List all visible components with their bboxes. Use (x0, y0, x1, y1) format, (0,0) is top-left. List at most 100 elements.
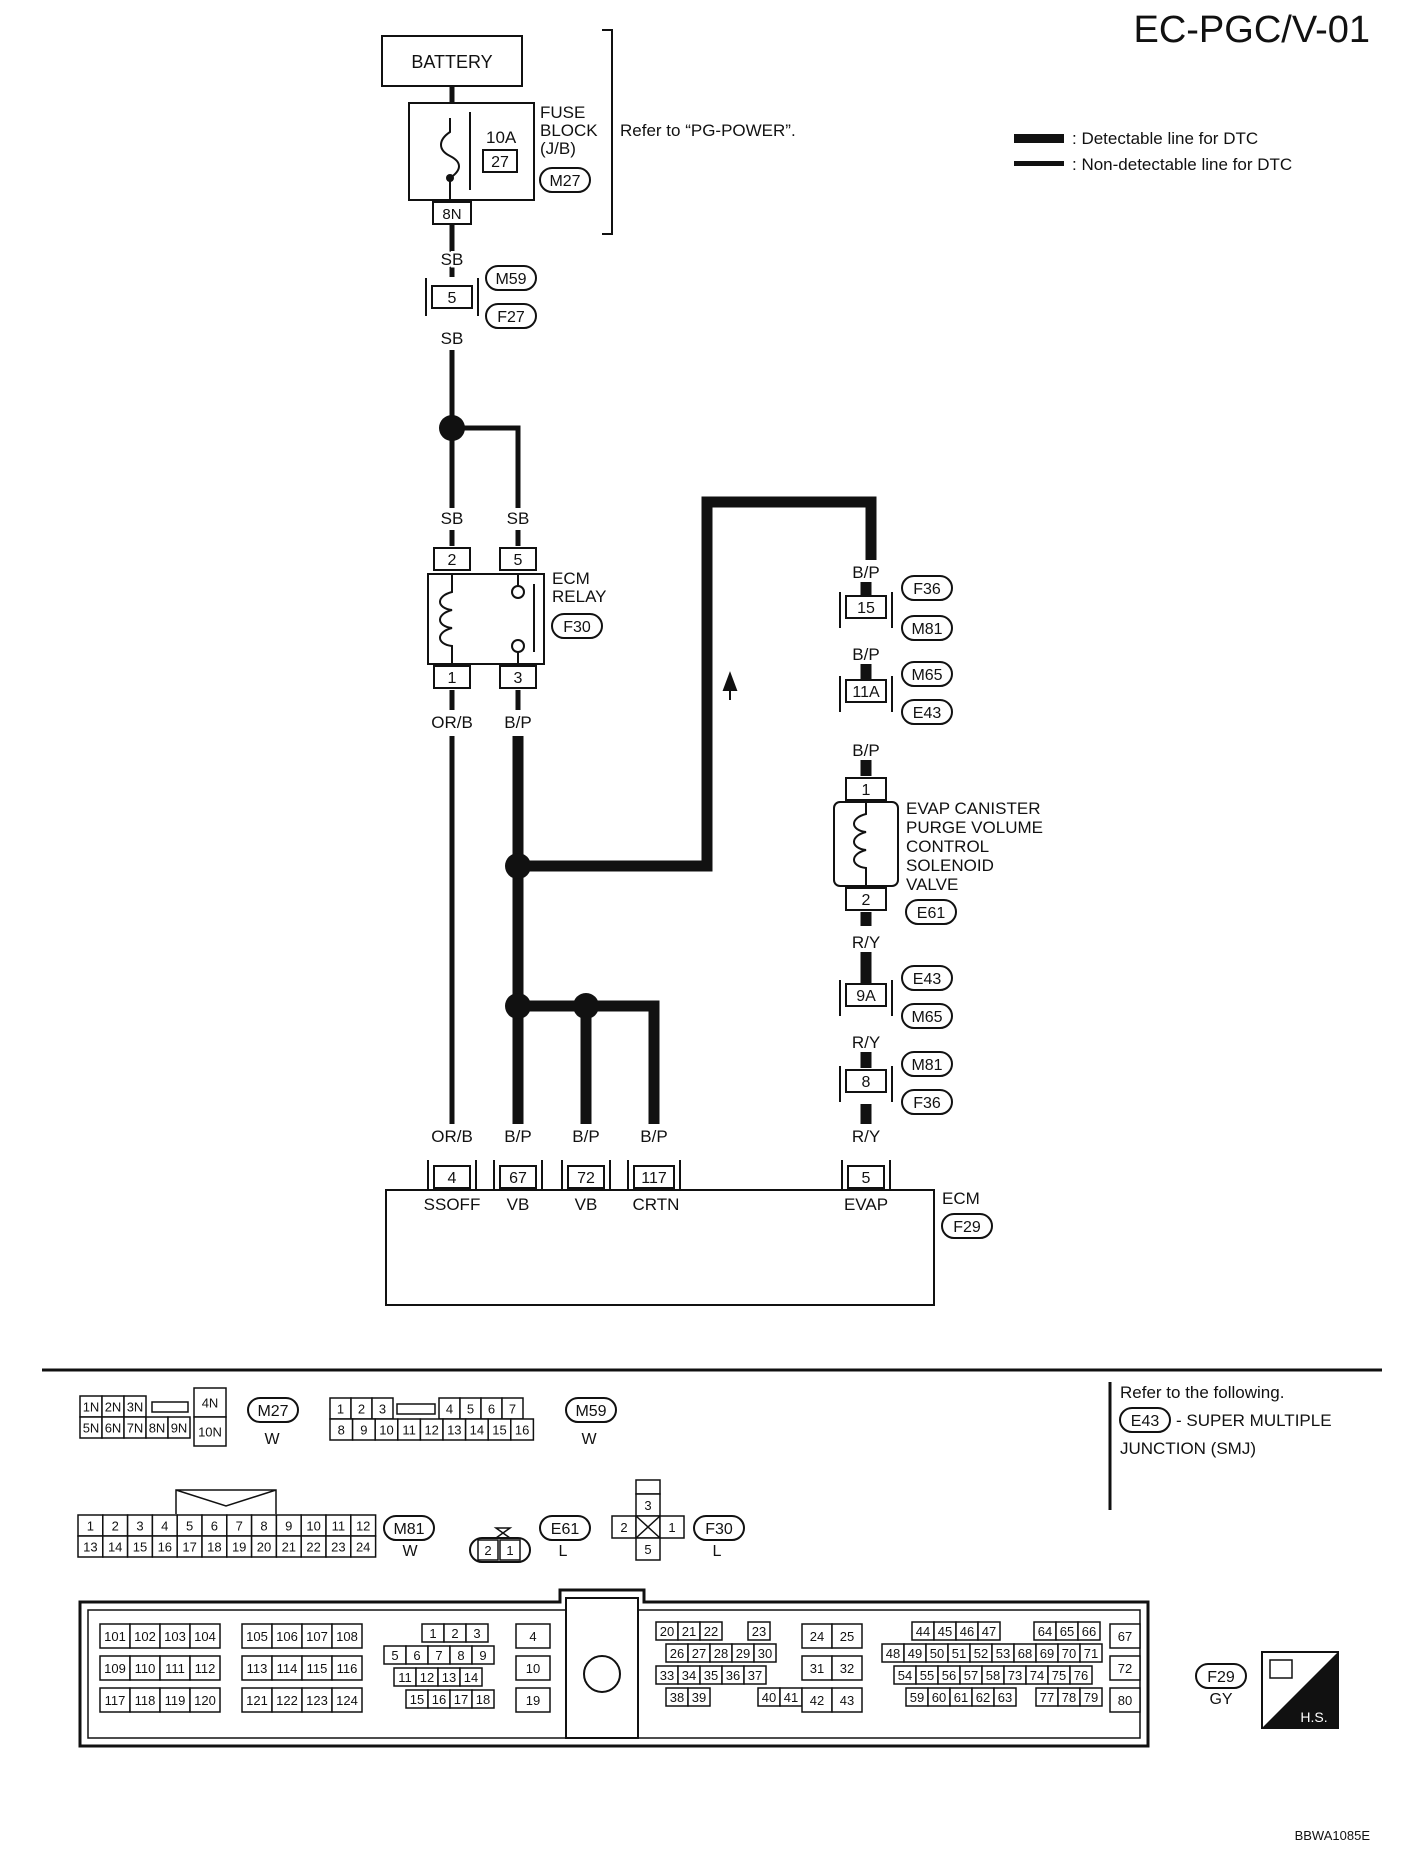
f30-pin-5-cell (635, 1537, 661, 1561)
relay-pin-3-box (499, 665, 537, 689)
f29-pin-30-cell (753, 1643, 777, 1663)
f36b-label: F36 (913, 1095, 941, 1112)
f29-pin-62-label: 62 (976, 1690, 990, 1705)
f29-pin-53-label: 53 (996, 1646, 1010, 1661)
f29-pin-101-label: 101 (104, 1629, 126, 1644)
ecm-name: ECM (942, 1189, 980, 1208)
m59-id: M59 (575, 1403, 606, 1420)
f29-pin-4-cell (515, 1623, 551, 1649)
m81-pin-13-label: 13 (83, 1540, 97, 1555)
f29-pin-104-label: 104 (194, 1629, 216, 1644)
m81-pin-21-label: 21 (282, 1540, 296, 1555)
f30-pin-5-label: 5 (644, 1542, 651, 1557)
f29-pin-69-label: 69 (1040, 1646, 1054, 1661)
relay-connector-label: F30 (563, 619, 591, 636)
m59-pin-3-label: 3 (379, 1402, 386, 1417)
fuse-number-box (482, 149, 518, 173)
f29-pin-25-label: 25 (840, 1629, 854, 1644)
m81-pin-23-label: 23 (331, 1540, 345, 1555)
m81-color: W (402, 1543, 418, 1560)
m81b-pill (901, 1051, 953, 1077)
f29-pin-23-cell (747, 1621, 771, 1641)
f29-pin-29-label: 29 (736, 1646, 750, 1661)
relay-pin-2: 2 (448, 552, 457, 569)
m81-pin-2-label: 2 (112, 1519, 119, 1534)
m27-pin-10N-label: 10N (198, 1425, 222, 1440)
m81-pin-17-label: 17 (182, 1540, 196, 1555)
m27-pin-7N-label: 7N (127, 1421, 144, 1436)
f29-pin-72-label: 72 (1118, 1661, 1132, 1676)
connector-11a-box (845, 679, 887, 703)
f29-pin-63-cell (993, 1687, 1017, 1707)
ecm-terminal-117-label: CRTN (633, 1195, 680, 1214)
ecm-terminal-5-label: EVAP (844, 1195, 888, 1214)
relay-connector-pill (551, 613, 603, 639)
ecm-terminal-5-bracket (841, 1160, 891, 1190)
f29-pin-19-label: 19 (526, 1693, 540, 1708)
connector-15-box (845, 595, 887, 619)
f29-pin-40-label: 40 (762, 1690, 776, 1705)
wire-color-bp-2: B/P (504, 1127, 531, 1146)
m27-pin-9N-label: 9N (171, 1421, 188, 1436)
m59-pin-5-label: 5 (467, 1402, 474, 1417)
f29-pin-38-label: 38 (670, 1690, 684, 1705)
f27-pill (485, 303, 537, 329)
f29-pin-71-cell (1079, 1643, 1103, 1663)
f29-pin-32-cell (831, 1655, 863, 1681)
f29-pill (1195, 1663, 1247, 1689)
f29-pin-9-cell (471, 1645, 495, 1665)
solenoid-pin-1: 1 (862, 782, 871, 799)
m65a-label: M65 (911, 667, 942, 684)
solenoid-pin-1-box (845, 777, 887, 801)
m81-pill (383, 1515, 435, 1541)
f29-id: F29 (1207, 1669, 1235, 1686)
fuse-amp: 10A (486, 128, 517, 147)
ecm-terminal-72: 72 VB (561, 1160, 611, 1214)
ecm-terminal-5-pin: 5 (862, 1170, 871, 1187)
ecm-connector-pill (941, 1213, 993, 1239)
f29-pin-120-cell (189, 1687, 221, 1713)
ecm-terminal-72-box (567, 1165, 605, 1189)
f29-pin-51-label: 51 (952, 1646, 966, 1661)
m81-pin-1-label: 1 (87, 1519, 94, 1534)
f29-pin-20-label: 20 (660, 1624, 674, 1639)
f29-pin-78-label: 78 (1062, 1690, 1076, 1705)
ecm-connector-label: F29 (953, 1219, 981, 1236)
refer-line-1: Refer to the following. (1120, 1383, 1284, 1402)
m59-pin-7-label: 7 (509, 1402, 516, 1417)
f30-center-x (635, 1515, 661, 1539)
f29-pin-117-label: 117 (105, 1693, 126, 1708)
refer-e43-label: E43 (1131, 1413, 1160, 1430)
relay-pin-1: 1 (448, 670, 457, 687)
f29-pin-108-label: 108 (336, 1629, 358, 1644)
f29-pin-110-label: 110 (135, 1661, 156, 1676)
m59-lock-tab (396, 1403, 436, 1415)
f29-pin-33-label: 33 (660, 1668, 674, 1683)
e61-pill (905, 899, 957, 925)
m59-pin-6-label: 6 (488, 1402, 495, 1417)
m27-pin-4N-label: 4N (202, 1396, 219, 1411)
f29-pin-66-label: 66 (1082, 1624, 1096, 1639)
m27-color: W (264, 1431, 280, 1448)
f29-pin-67-cell (1109, 1623, 1141, 1649)
fuse-block-label-1: FUSE (540, 103, 585, 122)
m81-pin-24-cell (350, 1535, 377, 1558)
f29-pin-25-cell (831, 1623, 863, 1649)
m81-pin-5-label: 5 (186, 1519, 193, 1534)
hs-symbol-fill (1262, 1652, 1338, 1728)
f29-pin-112-cell (189, 1655, 221, 1681)
wire-sb-branch (452, 425, 521, 508)
wire-color-sb-4: SB (507, 509, 530, 528)
m81-pin-24-label: 24 (356, 1540, 370, 1555)
battery-label: BATTERY (411, 52, 492, 72)
connector-15-pin: 15 (857, 600, 875, 617)
evap-solenoid-valve: 1 2 (833, 777, 899, 911)
m59-pin-11-label: 11 (402, 1423, 416, 1438)
e61-key (493, 1527, 513, 1539)
solenoid-coil-icon (853, 802, 867, 886)
f29-pin-14-cell (459, 1667, 483, 1687)
dtc-legend: : Detectable line for DTC : Non-detectab… (1014, 129, 1292, 174)
solenoid-name-5: VALVE (906, 875, 958, 894)
